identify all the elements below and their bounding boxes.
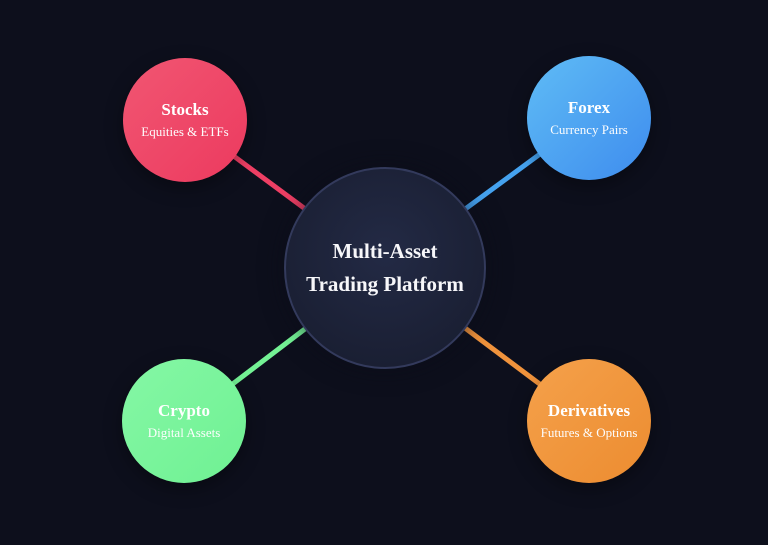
- node-center-platform[interactable]: Multi-Asset Trading Platform: [284, 167, 486, 369]
- node-forex-label: Forex: [567, 98, 611, 117]
- center-title-line1: Multi-Asset: [332, 239, 438, 263]
- node-stocks[interactable]: Stocks Equities & ETFs: [123, 58, 247, 182]
- node-derivatives-sublabel: Futures & Options: [540, 424, 638, 440]
- center-title-line2: Trading Platform: [306, 272, 464, 296]
- node-derivatives[interactable]: Derivatives Futures & Options: [527, 359, 651, 483]
- node-crypto-sublabel: Digital Assets: [147, 424, 221, 440]
- node-crypto-label: Crypto: [158, 401, 210, 420]
- node-stocks-sublabel: Equities & ETFs: [141, 123, 229, 139]
- node-stocks-label: Stocks: [161, 100, 209, 119]
- node-crypto[interactable]: Crypto Digital Assets: [122, 359, 246, 483]
- node-forex[interactable]: Forex Currency Pairs: [527, 56, 651, 180]
- node-derivatives-label: Derivatives: [547, 401, 631, 420]
- node-forex-sublabel: Currency Pairs: [550, 121, 628, 137]
